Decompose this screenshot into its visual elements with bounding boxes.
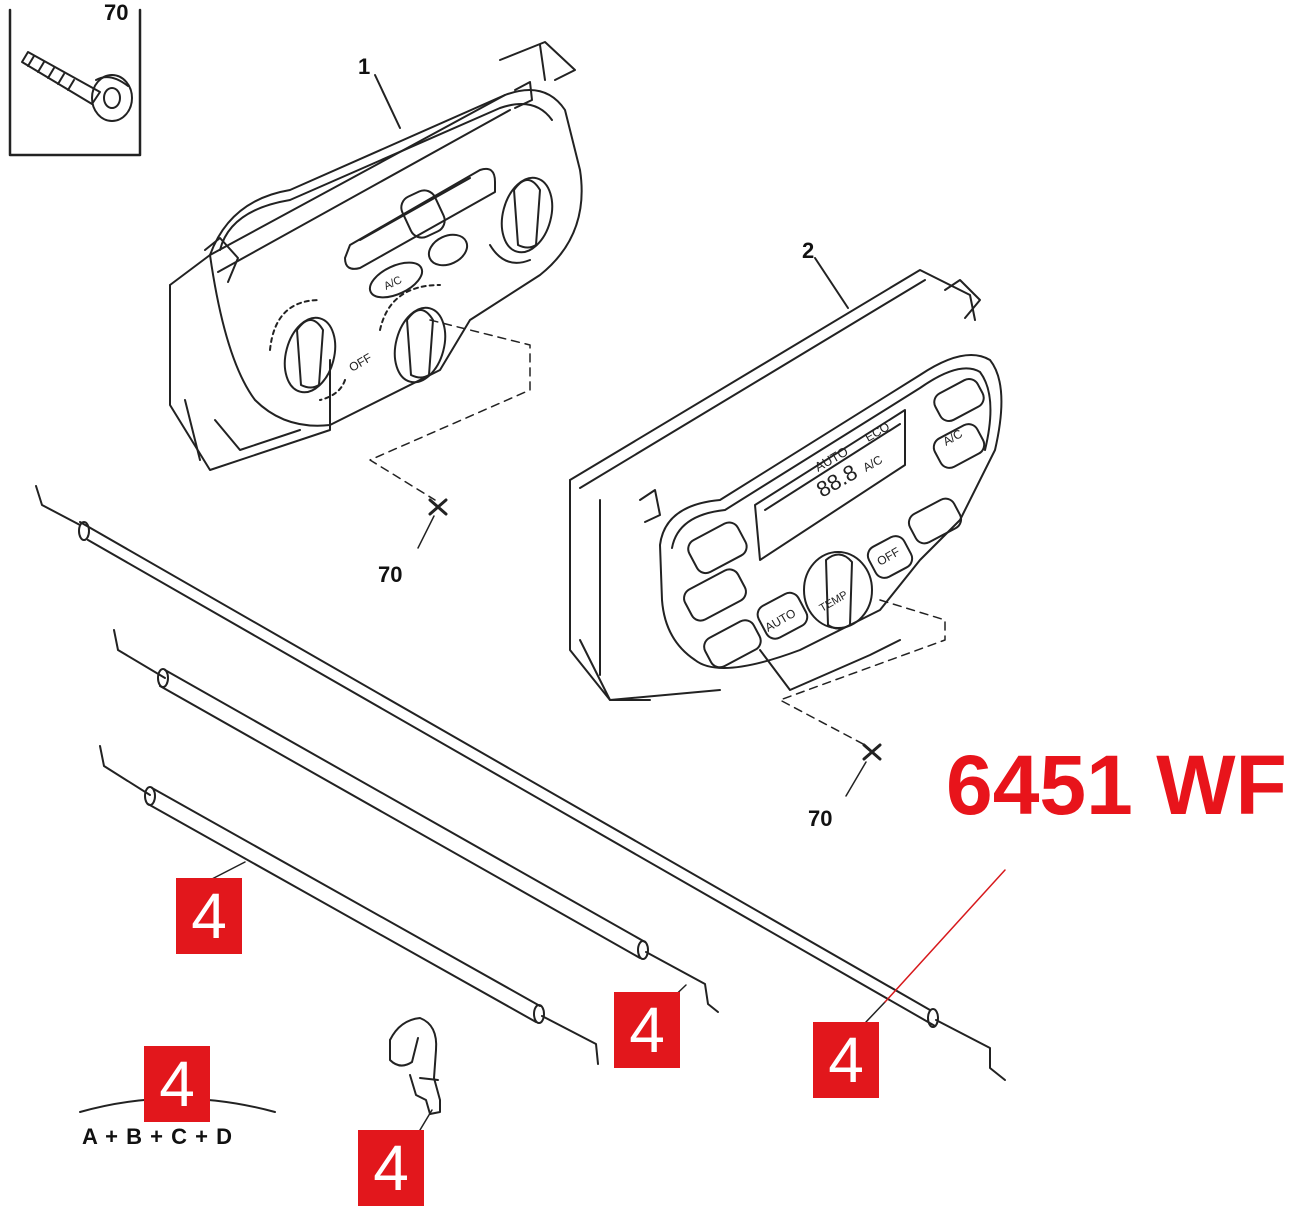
ac-button-label: A/C [941, 426, 966, 448]
tag-kit: 4 [144, 1046, 210, 1122]
display-eco-text: ECO [863, 419, 893, 444]
display-window [754, 409, 906, 561]
automatic-control-panel [569, 269, 1003, 701]
mount-guide-manual [369, 319, 531, 501]
cable-c [35, 485, 1006, 1081]
tag-clip: 4 [358, 1130, 424, 1206]
temp-button-label: TEMP [818, 589, 850, 615]
callout-part-1: 1 [358, 54, 370, 79]
manual-control-panel [169, 41, 583, 471]
callout-fastener-70-auto: 70 [808, 806, 833, 831]
screw-inset [8, 8, 142, 157]
tag-cable-a: 4 [176, 878, 242, 954]
retaining-clip [389, 1017, 441, 1115]
fastener-icon-manual [417, 498, 448, 549]
callout-fastener-70-manual: 70 [378, 562, 403, 587]
reference-code: 6451 WF [946, 738, 1287, 832]
mount-guide-auto [779, 599, 946, 746]
manual-ac-label: A/C [382, 274, 404, 293]
callout-screw-70: 70 [104, 0, 129, 25]
off-button-label: OFF [875, 544, 903, 568]
fastener-icon-auto [845, 743, 882, 797]
callout-part-2: 2 [802, 238, 814, 263]
tag-cable-c: 4 [813, 1022, 879, 1098]
manual-off-label: OFF [347, 350, 375, 374]
display-ac-text: A/C [861, 452, 886, 474]
reference-leader [884, 869, 1006, 1003]
kit-formula: A + B + C + D [82, 1124, 233, 1149]
tag-cable-b: 4 [614, 992, 680, 1068]
cable-a [99, 745, 599, 1065]
cable-b [113, 629, 719, 1013]
screw-icon [21, 51, 133, 122]
